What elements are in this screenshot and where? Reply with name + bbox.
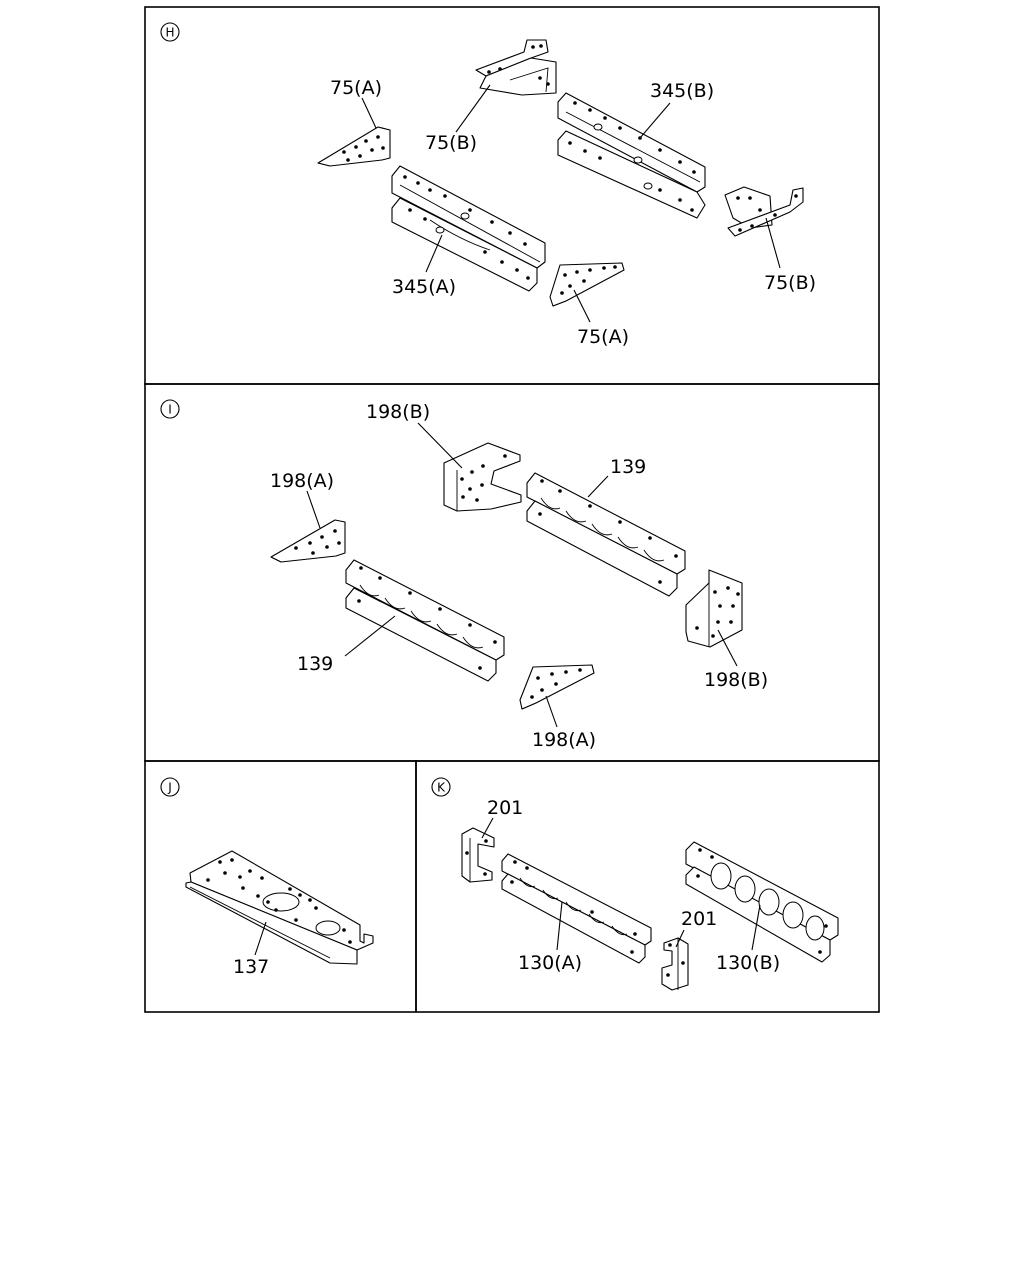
svg-text:H: H <box>165 26 174 40</box>
leader-130a <box>556 901 563 951</box>
part-198b-right <box>685 569 743 648</box>
label-201-lower: 201 <box>681 908 717 930</box>
section-mark-h: H <box>160 22 180 42</box>
leader-198a-upper <box>306 490 321 529</box>
section-mark-j: J <box>160 777 180 797</box>
leader-198a-lower <box>545 695 558 728</box>
leader-201-upper <box>481 817 494 839</box>
part-75b-upper <box>475 39 557 96</box>
part-139-upper <box>526 472 686 597</box>
label-198b-right: 198(B) <box>704 669 768 691</box>
label-75b-upper: 75(B) <box>425 132 477 154</box>
leader-201-lower <box>675 929 685 948</box>
part-137 <box>185 850 374 965</box>
part-201-upper <box>461 827 495 883</box>
section-i-frame <box>144 383 880 762</box>
label-139-upper: 139 <box>610 456 646 478</box>
label-198a-lower: 198(A) <box>532 729 596 751</box>
label-201-upper: 201 <box>487 797 523 819</box>
leader-198b-right <box>717 629 738 667</box>
leader-198b-upper <box>417 422 463 469</box>
label-137: 137 <box>233 956 269 978</box>
label-75a-upper: 75(A) <box>330 77 382 99</box>
leader-345b <box>639 102 671 139</box>
part-198a-upper <box>270 519 346 563</box>
part-201-lower <box>661 937 689 991</box>
label-345b: 345(B) <box>650 80 714 102</box>
part-75a-lower <box>549 262 625 307</box>
part-345b <box>557 92 706 219</box>
leader-130b <box>751 904 761 951</box>
section-k-frame <box>415 760 880 1013</box>
leader-137 <box>254 921 267 956</box>
section-mark-i: I <box>160 399 180 419</box>
label-75b-right: 75(B) <box>764 272 816 294</box>
leader-75a-upper <box>361 97 377 129</box>
part-198a-lower <box>519 664 595 710</box>
part-75b-right <box>724 186 804 237</box>
label-198b-upper: 198(B) <box>366 401 430 423</box>
svg-text:J: J <box>167 781 172 795</box>
part-345a <box>391 165 546 292</box>
leader-75b-right <box>765 217 781 269</box>
label-130a: 130(A) <box>518 952 582 974</box>
svg-text:I: I <box>168 403 172 417</box>
part-130a <box>501 853 652 964</box>
label-139-lower: 139 <box>297 653 333 675</box>
section-mark-k: K <box>431 777 451 797</box>
part-198b-upper <box>443 442 522 512</box>
part-139-lower <box>345 559 505 682</box>
leader-139-lower <box>344 615 396 657</box>
label-345a: 345(A) <box>392 276 456 298</box>
label-75a-lower: 75(A) <box>577 326 629 348</box>
leader-75b-upper <box>455 84 491 133</box>
leader-345a <box>425 234 443 273</box>
part-75a-upper <box>317 126 391 167</box>
label-130b: 130(B) <box>716 952 780 974</box>
part-130b <box>685 841 839 963</box>
svg-text:K: K <box>437 781 446 795</box>
label-198a-upper: 198(A) <box>270 470 334 492</box>
leader-139-upper <box>587 475 609 498</box>
leader-75a-lower <box>573 289 591 323</box>
